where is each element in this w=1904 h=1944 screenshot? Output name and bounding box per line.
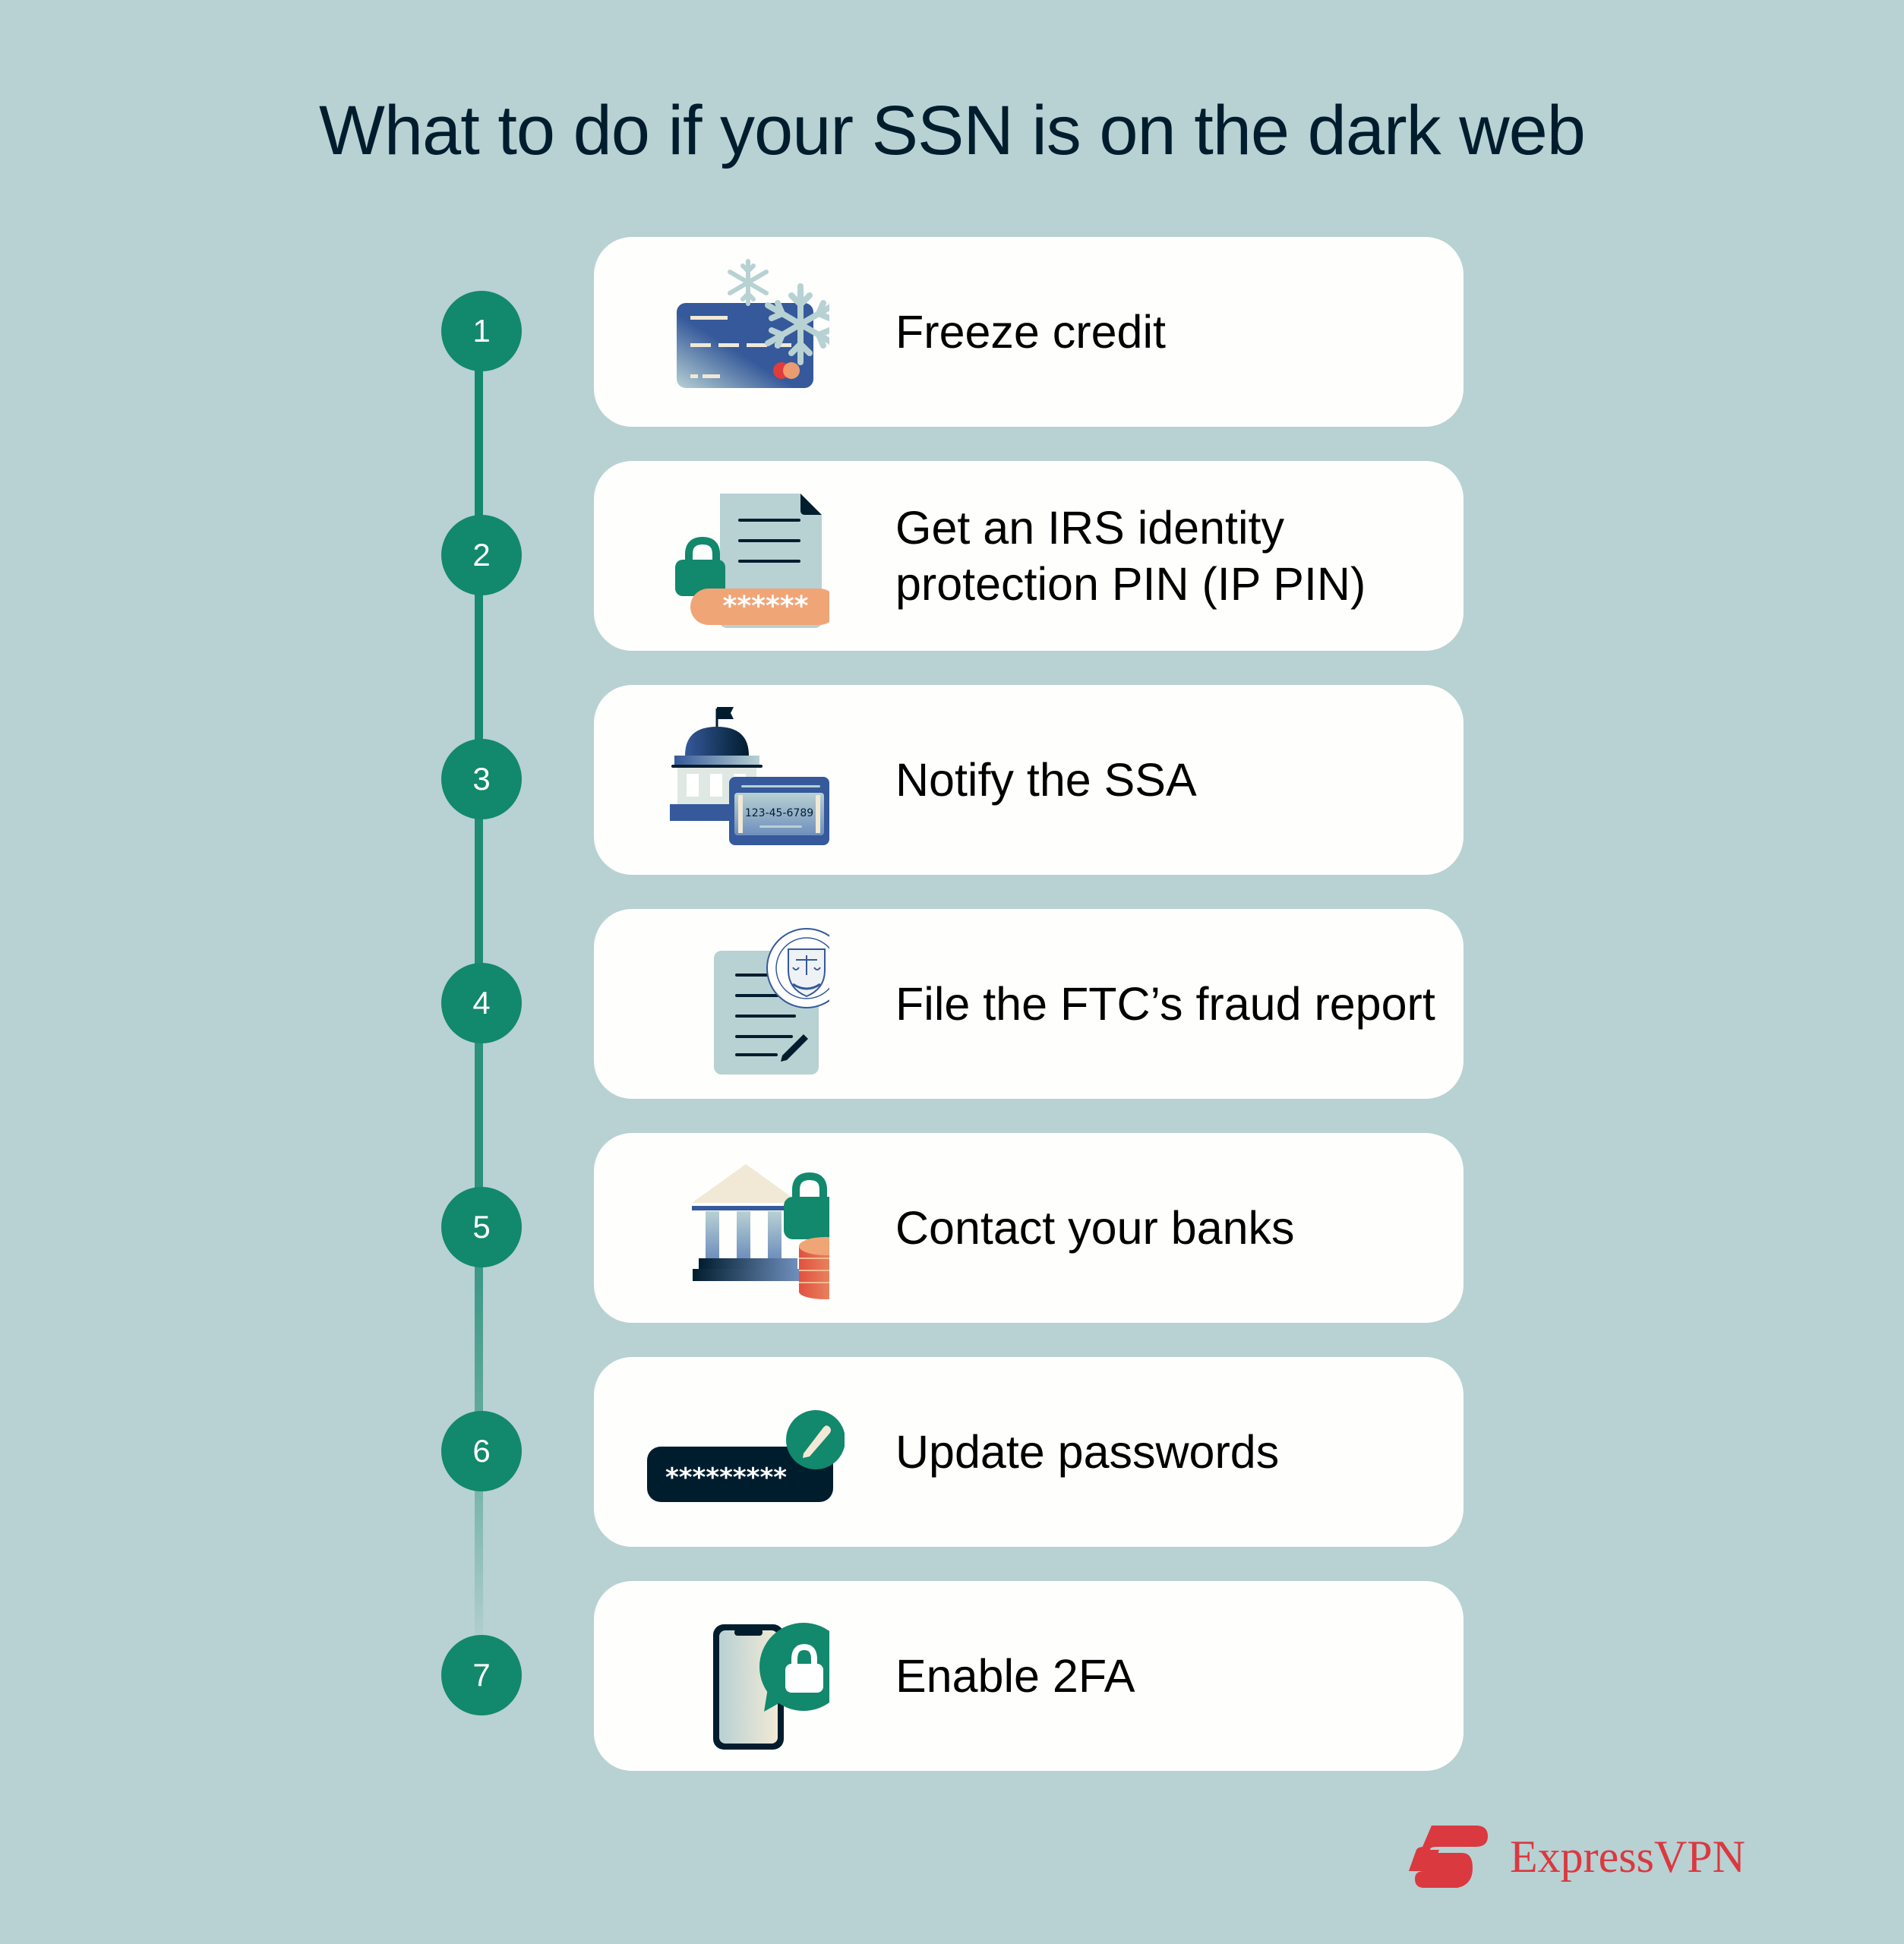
frozen-credit-card-icon <box>632 248 836 415</box>
step-number-7: 7 <box>441 1635 522 1715</box>
step-card-freeze-credit: Freeze credit <box>594 237 1464 427</box>
brand-logo: ExpressVPN <box>1409 1822 1745 1891</box>
timeline-segment <box>475 1043 483 1194</box>
step-card-update-passwords: ********* Update passwords <box>594 1357 1464 1547</box>
step-label: File the FTC’s fraud report <box>895 978 1435 1030</box>
step-number-1: 1 <box>441 291 522 371</box>
step-number-4: 4 <box>441 963 522 1043</box>
timeline-segment <box>475 595 483 746</box>
locked-document-pin-icon: ****** <box>632 472 838 639</box>
step-number-6: 6 <box>441 1411 522 1491</box>
step-label: Enable 2FA <box>895 1650 1135 1702</box>
brand-name: ExpressVPN <box>1510 1831 1745 1882</box>
expressvpn-logo-icon <box>1409 1826 1488 1888</box>
government-building-ssn-card-icon: 123-45-6789 <box>632 696 829 863</box>
timeline-segment <box>475 1491 483 1643</box>
timeline-segment <box>475 819 483 970</box>
step-label: Get an IRS identity protection PIN (IP P… <box>895 502 1366 610</box>
timeline-segment <box>475 371 483 522</box>
step-number-3: 3 <box>441 739 522 819</box>
svg-text:******: ****** <box>723 591 809 622</box>
svg-text:123-45-6789: 123-45-6789 <box>745 807 813 819</box>
step-card-notify-ssa: 123-45-6789 Notify the SSA <box>594 685 1464 875</box>
ftc-seal-document-icon <box>632 920 847 1087</box>
svg-text:*********: ********* <box>665 1463 787 1493</box>
step-card-ftc-fraud-report: File the FTC’s fraud report <box>594 909 1464 1099</box>
phone-lock-bubble-icon <box>632 1592 848 1759</box>
step-card-irs-ip-pin: ****** Get an IRS identity protection PI… <box>594 461 1464 651</box>
step-number-2: 2 <box>441 515 522 595</box>
step-label: Update passwords <box>895 1426 1280 1478</box>
password-edit-icon: ********* <box>647 1368 845 1535</box>
timeline-segment <box>475 1267 483 1419</box>
step-label: Notify the SSA <box>895 754 1197 806</box>
bank-lock-coins-icon <box>632 1144 852 1311</box>
step-card-enable-2fa: Enable 2FA <box>594 1581 1464 1771</box>
page-title: What to do if your SSN is on the dark we… <box>319 92 1586 169</box>
step-card-contact-banks: Contact your banks <box>594 1133 1464 1323</box>
step-number-5: 5 <box>441 1187 522 1267</box>
step-label: Contact your banks <box>895 1202 1295 1254</box>
step-label: Freeze credit <box>895 306 1166 358</box>
